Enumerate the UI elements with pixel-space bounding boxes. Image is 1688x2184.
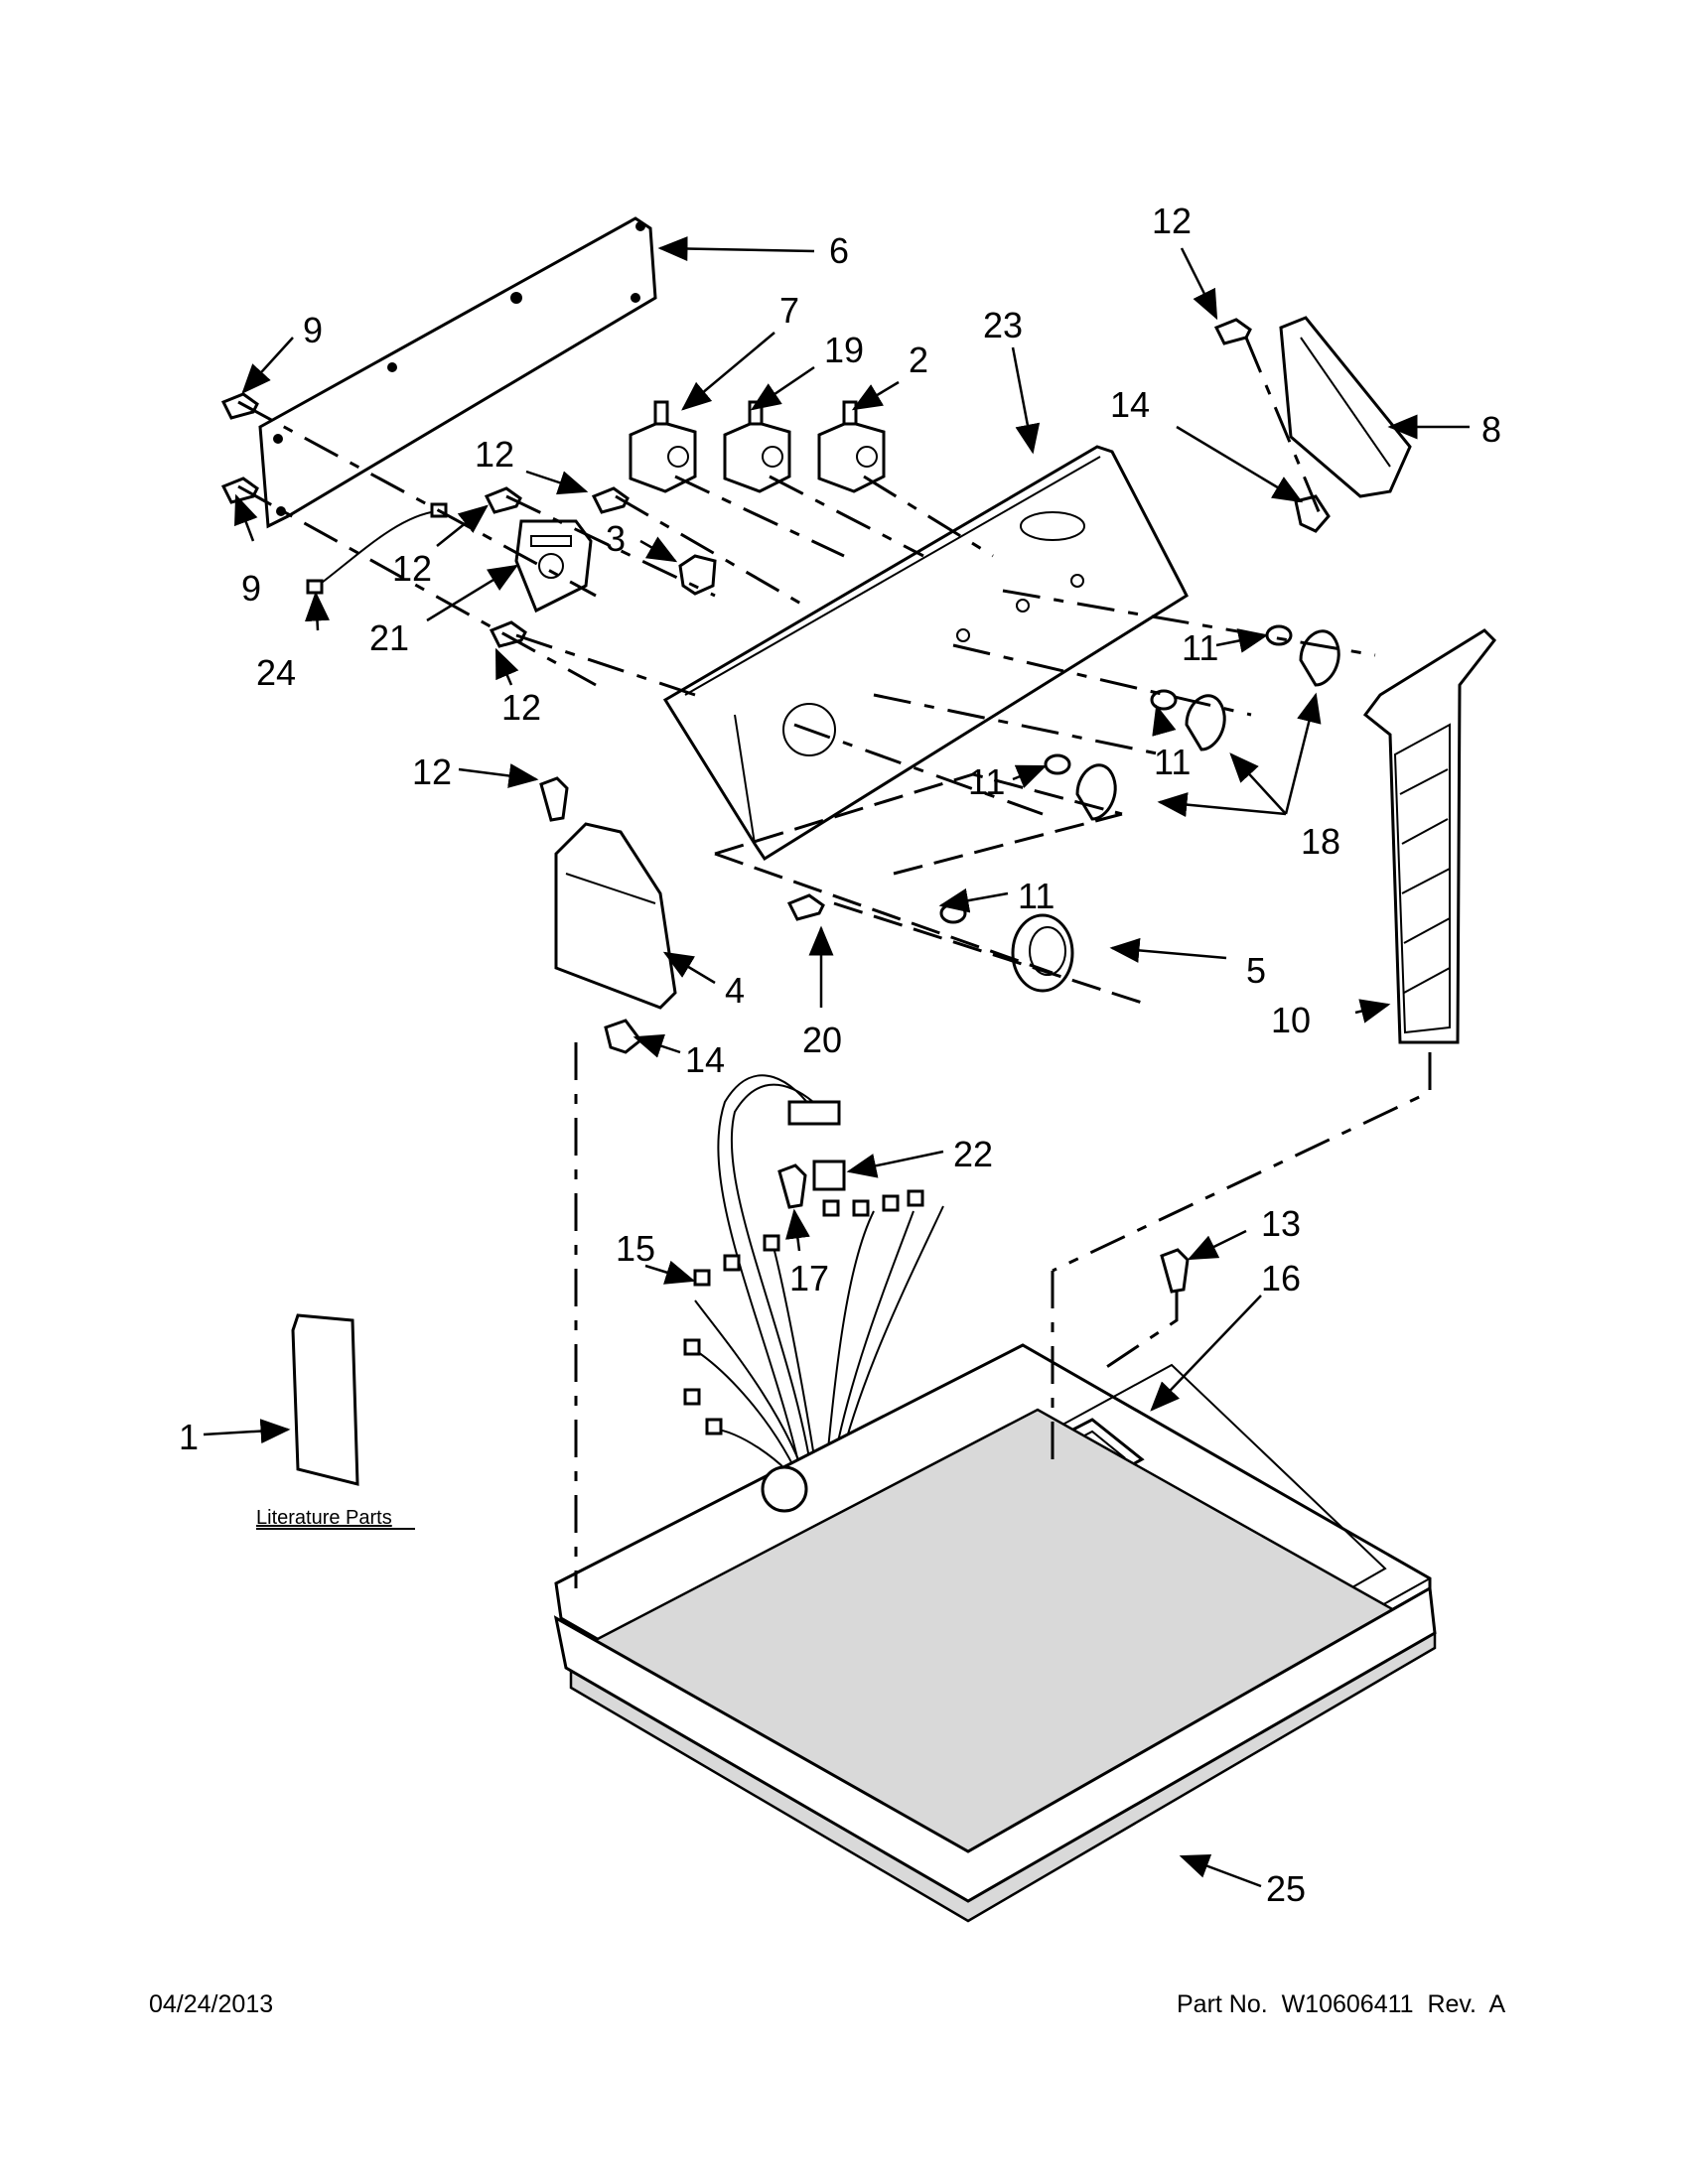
wire-harness-part bbox=[683, 1074, 944, 1495]
clip-14-bracket bbox=[1294, 494, 1331, 533]
knob-18-b bbox=[1185, 694, 1226, 751]
callout-15: 15 bbox=[616, 1228, 655, 1269]
bracket-part bbox=[1279, 316, 1412, 498]
callout-24: 24 bbox=[256, 652, 296, 693]
callout-labels: 6 9 9 7 19 2 12 3 12 21 24 12 23 12 8 14… bbox=[179, 201, 1501, 1909]
callout-7: 7 bbox=[779, 290, 799, 331]
knob-18-a bbox=[1299, 629, 1340, 687]
switch-7-part bbox=[629, 400, 697, 493]
callout-11-b: 11 bbox=[1154, 742, 1191, 782]
callout-21: 21 bbox=[369, 617, 409, 658]
leader-arrows bbox=[203, 236, 1470, 1888]
end-cap-part bbox=[554, 822, 677, 1010]
callout-20: 20 bbox=[802, 1020, 842, 1060]
callout-5: 5 bbox=[1246, 950, 1266, 991]
clip-14-endcap bbox=[604, 1019, 643, 1054]
bushing-11-c bbox=[1044, 753, 1071, 775]
callout-10: 10 bbox=[1271, 1000, 1311, 1040]
bushing-11-d bbox=[939, 902, 967, 924]
switch-2-part bbox=[817, 400, 886, 493]
callout-12-top-right: 12 bbox=[1152, 201, 1192, 241]
callout-2: 2 bbox=[909, 340, 928, 380]
screw-17 bbox=[777, 1163, 807, 1209]
callout-19: 19 bbox=[824, 330, 864, 370]
lint-screen-part bbox=[1362, 628, 1496, 1044]
callout-12-endcap: 12 bbox=[412, 751, 452, 792]
callout-14-top: 14 bbox=[1110, 384, 1150, 425]
screw-12-bracket bbox=[1213, 318, 1252, 345]
callout-13: 13 bbox=[1261, 1203, 1301, 1244]
callout-12-upper: 12 bbox=[475, 434, 514, 475]
callout-23: 23 bbox=[983, 305, 1023, 345]
callout-9-bottom: 9 bbox=[241, 568, 261, 609]
callout-4: 4 bbox=[725, 970, 745, 1011]
timer-part bbox=[514, 519, 593, 614]
screw-9-top bbox=[220, 392, 259, 420]
callout-6: 6 bbox=[829, 230, 849, 271]
footer-date: 04/24/2013 bbox=[149, 1990, 274, 2018]
callout-14-bottom: 14 bbox=[685, 1039, 725, 1080]
clip-part bbox=[678, 554, 717, 596]
console-part bbox=[662, 445, 1189, 862]
callout-11-d: 11 bbox=[1018, 876, 1055, 916]
callout-3: 3 bbox=[606, 518, 626, 559]
callout-8: 8 bbox=[1481, 409, 1501, 450]
callout-18: 18 bbox=[1301, 821, 1340, 862]
timer-knob-part bbox=[1011, 913, 1074, 993]
rear-panel-part bbox=[258, 216, 657, 529]
callout-16: 16 bbox=[1261, 1258, 1301, 1298]
screw-12-endcap bbox=[539, 776, 569, 822]
callout-12-lower: 12 bbox=[501, 687, 541, 728]
callout-9-top: 9 bbox=[303, 310, 323, 350]
gasket-part bbox=[553, 1408, 1437, 1923]
knob-18-c bbox=[1075, 763, 1117, 821]
screw-13 bbox=[1160, 1248, 1190, 1294]
callout-11-c: 11 bbox=[968, 761, 1005, 802]
literature-book-part bbox=[291, 1313, 359, 1486]
literature-parts-label: Literature Parts bbox=[256, 1507, 392, 1529]
switch-19-part bbox=[723, 400, 791, 493]
bushing-11-a bbox=[1265, 624, 1293, 646]
callout-12-left: 12 bbox=[392, 548, 432, 589]
callout-22: 22 bbox=[953, 1134, 993, 1174]
callout-1: 1 bbox=[179, 1417, 199, 1457]
callout-25: 25 bbox=[1266, 1868, 1306, 1909]
screw-20 bbox=[786, 893, 825, 921]
callout-11-a: 11 bbox=[1182, 627, 1218, 668]
callout-17: 17 bbox=[789, 1258, 829, 1298]
assembly-lines bbox=[237, 337, 1432, 1588]
screw-9-bottom bbox=[220, 477, 259, 504]
footer-part-number: Part No. W10606411 Rev. A bbox=[1177, 1990, 1506, 2018]
